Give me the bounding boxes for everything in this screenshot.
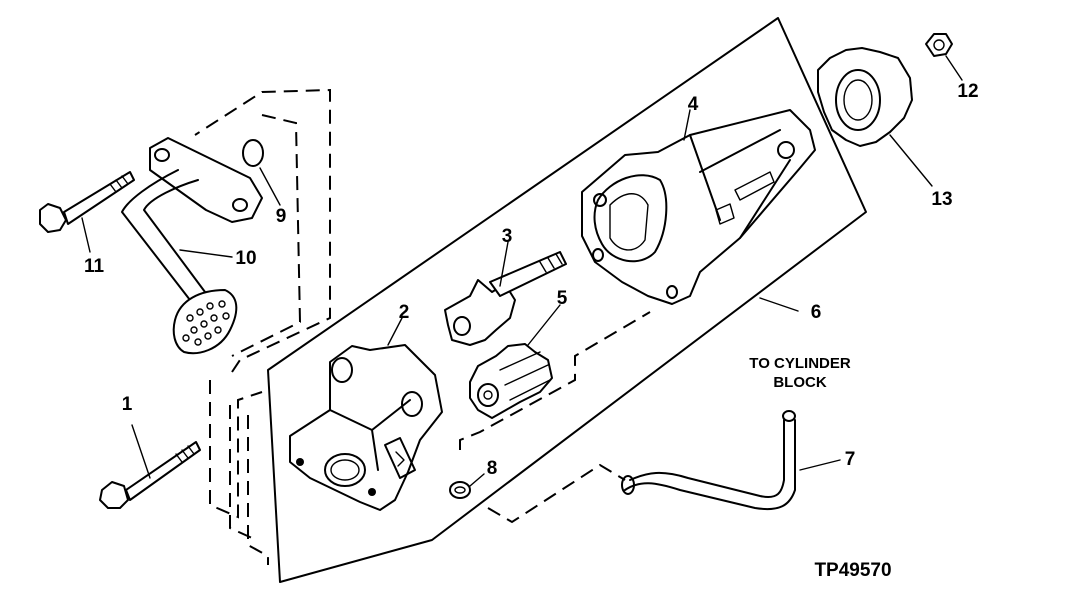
nut-12 (925, 33, 953, 57)
o-ring-8 (449, 481, 471, 499)
callout-12: 12 (957, 81, 978, 102)
callout-13: 13 (931, 189, 952, 210)
dashed-outline-left (194, 88, 651, 565)
callout-7: 7 (845, 449, 856, 470)
callout-6: 6 (811, 302, 822, 323)
callout-3: 3 (502, 226, 513, 247)
pump-cover-4 (581, 109, 816, 305)
callout-10: 10 (235, 248, 256, 269)
note-line-1: TO CYLINDER (749, 355, 851, 372)
pump-body-2 (289, 344, 443, 511)
o-ring-9 (242, 139, 264, 167)
callout-4: 4 (688, 94, 699, 115)
callout-9: 9 (276, 206, 287, 227)
callout-5: 5 (557, 288, 568, 309)
hose-7 (621, 410, 796, 510)
note-line-2: BLOCK (773, 374, 826, 391)
callout-1: 1 (122, 394, 133, 415)
leader-lines (81, 55, 963, 487)
figure-id: TP49570 (814, 560, 891, 581)
suction-tube-10 (121, 137, 263, 355)
bolt-11 (39, 171, 135, 233)
cylinder-block-note: TO CYLINDER BLOCK (749, 355, 851, 391)
callout-labels: 1 2 3 4 5 6 7 8 9 10 11 12 13 (84, 81, 979, 479)
drive-gear-3 (444, 251, 567, 346)
idler-gear-5 (469, 343, 553, 419)
callout-11: 11 (84, 256, 105, 277)
callout-8: 8 (487, 458, 498, 479)
bolt-1 (99, 441, 201, 509)
assembly-panel (267, 17, 867, 583)
callout-2: 2 (399, 302, 410, 323)
drive-gear-13 (817, 47, 913, 147)
